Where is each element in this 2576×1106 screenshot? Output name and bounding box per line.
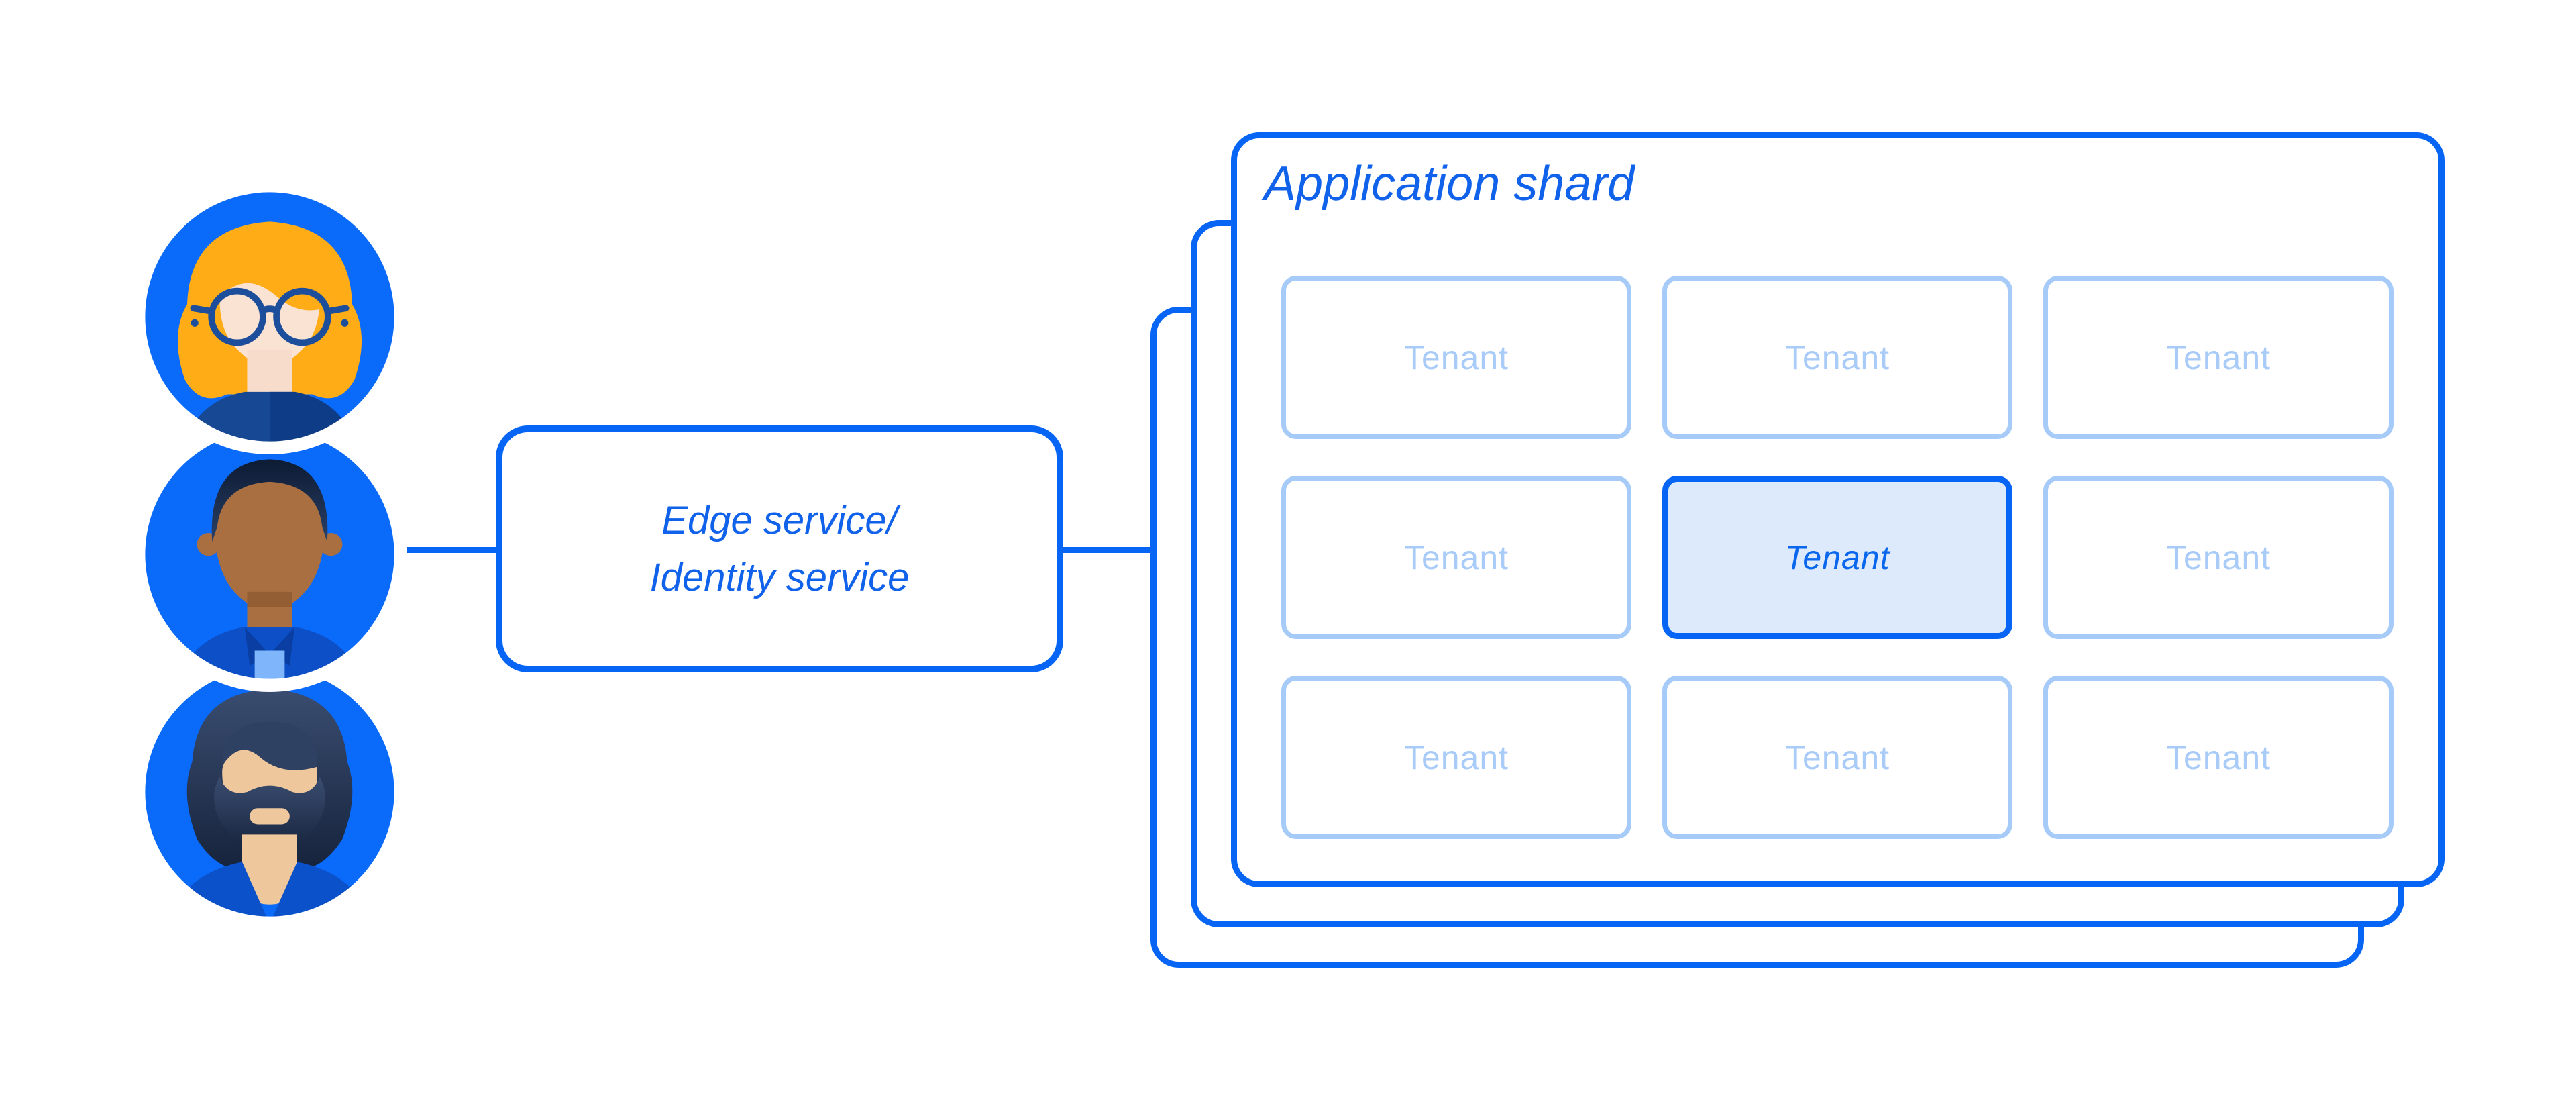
application-shard-title: Application shard bbox=[1264, 157, 1635, 211]
tenant-label: Tenant bbox=[1784, 338, 1890, 376]
connector-edge-to-shard bbox=[1059, 547, 1155, 553]
avatar-man-short-hair-icon bbox=[132, 417, 407, 692]
tenant-label: Tenant bbox=[1403, 738, 1509, 776]
edge-identity-service-node: Edge service/ Identity service bbox=[496, 425, 1063, 672]
tenant-label: Tenant bbox=[2165, 538, 2271, 576]
connector-users-to-edge bbox=[404, 547, 500, 553]
edge-service-label-line1: Edge service/ bbox=[661, 499, 898, 542]
avatar-woman-glasses-icon bbox=[132, 179, 407, 454]
tenant-box: Tenant bbox=[1281, 676, 1631, 839]
tenant-label: Tenant bbox=[1784, 738, 1890, 776]
tenant-label: Tenant bbox=[1403, 338, 1509, 376]
tenant-box: Tenant bbox=[2043, 676, 2394, 839]
edge-service-label-line2: Identity service bbox=[649, 556, 910, 599]
avatar-man-beard-icon bbox=[132, 654, 407, 929]
tenant-grid: Tenant Tenant Tenant Tenant Tenant Tenan… bbox=[1281, 276, 2394, 839]
tenant-box: Tenant bbox=[1281, 476, 1631, 639]
tenant-box: Tenant bbox=[1662, 476, 2012, 639]
tenant-label: Tenant bbox=[1784, 538, 1890, 576]
tenant-box: Tenant bbox=[1281, 276, 1631, 439]
tenant-box: Tenant bbox=[1662, 276, 2012, 439]
tenant-box: Tenant bbox=[2043, 276, 2394, 439]
application-shard-card: Application shard Tenant Tenant Tenant T… bbox=[1231, 132, 2445, 887]
tenant-label: Tenant bbox=[2165, 338, 2271, 376]
tenant-label: Tenant bbox=[1403, 538, 1509, 576]
tenant-label: Tenant bbox=[2165, 738, 2271, 776]
tenant-box: Tenant bbox=[2043, 476, 2394, 639]
tenant-box: Tenant bbox=[1662, 676, 2012, 839]
